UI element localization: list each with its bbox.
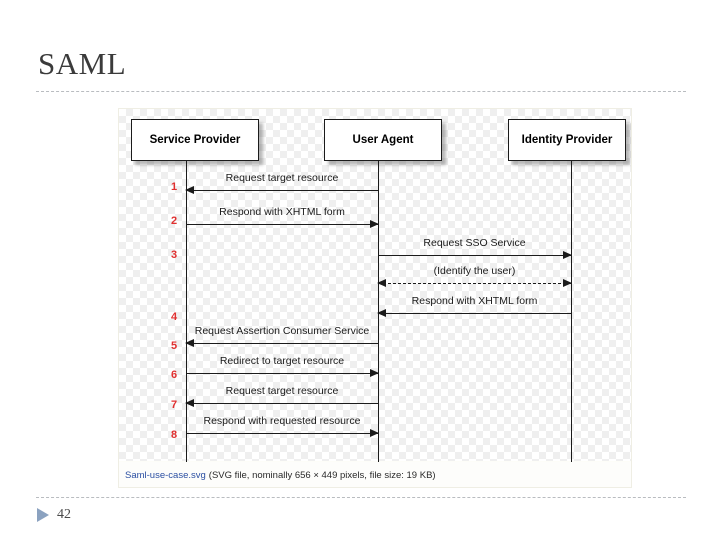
step-number-2: 2 <box>170 215 178 227</box>
message-2-line <box>186 224 378 225</box>
arrow-right-icon <box>370 428 379 437</box>
arrow-left-icon <box>185 338 194 347</box>
arrow-left-icon <box>185 185 194 194</box>
message-8-line <box>186 433 378 434</box>
message-6-redirect-to-target-resource: Redirect to target resource <box>186 354 379 380</box>
message-4-label: Respond with XHTML form <box>411 295 538 307</box>
message-identify-label: (Identify the user) <box>433 265 516 277</box>
message-8-label: Respond with requested resource <box>203 415 361 427</box>
step-number-7: 7 <box>170 399 178 411</box>
page-title: SAML <box>38 46 127 81</box>
arrow-left-icon <box>185 398 194 407</box>
message-5-label: Request Assertion Consumer Service <box>194 325 370 337</box>
message-6-line <box>186 373 378 374</box>
step-number-3: 3 <box>170 249 178 261</box>
message-identify-dashed-line <box>378 283 571 284</box>
title-divider <box>36 91 686 92</box>
step-number-4: 4 <box>170 311 178 323</box>
actor-identity-provider: Identity Provider <box>508 119 626 161</box>
message-4-line <box>378 313 571 314</box>
arrow-right-icon <box>370 368 379 377</box>
triangle-bullet-icon <box>37 508 49 522</box>
saml-sequence-diagram: Service Provider User Agent Identity Pro… <box>119 109 631 487</box>
message-8-respond-with-requested-resource: Respond with requested resource <box>186 414 379 440</box>
message-7-line <box>186 403 378 404</box>
lifeline-service-provider <box>186 161 187 473</box>
caption-details: (SVG file, nominally 656 × 449 pixels, f… <box>208 469 436 481</box>
message-5-line <box>186 343 378 344</box>
embedded-image-frame: Service Provider User Agent Identity Pro… <box>118 108 632 488</box>
message-7-request-target-resource: Request target resource <box>185 384 378 410</box>
actor-service-provider: Service Provider <box>131 119 259 161</box>
message-3-request-sso-service: Request SSO Service <box>378 236 572 262</box>
lifeline-identity-provider <box>571 161 572 473</box>
transparency-checkerboard <box>119 109 631 461</box>
step-number-8: 8 <box>170 429 178 441</box>
step-number-5: 5 <box>170 340 178 352</box>
message-2-respond-with-xhtml-form: Respond with XHTML form <box>186 205 379 231</box>
lifeline-user-agent <box>378 161 379 473</box>
page-number: 42 <box>57 507 71 522</box>
step-number-6: 6 <box>170 369 178 381</box>
arrow-right-icon <box>563 278 572 287</box>
message-3-line <box>378 255 571 256</box>
message-4-respond-with-xhtml-form: Respond with XHTML form <box>377 294 571 320</box>
message-1-line <box>186 190 378 191</box>
arrow-right-icon <box>563 250 572 259</box>
caption-file-link[interactable]: Saml-use-case.svg <box>125 469 206 481</box>
footer-divider <box>36 497 686 498</box>
arrow-right-icon <box>370 219 379 228</box>
arrow-left-icon <box>377 308 386 317</box>
message-5-request-assertion-consumer-service: Request Assertion Consumer Service <box>185 324 378 350</box>
message-1-request-target-resource: Request target resource <box>185 171 378 197</box>
step-number-1: 1 <box>170 181 178 193</box>
message-1-label: Request target resource <box>225 172 339 184</box>
message-identify-the-user: (Identify the user) <box>377 264 572 290</box>
arrow-left-icon <box>377 278 386 287</box>
actor-user-agent: User Agent <box>324 119 442 161</box>
image-caption: Saml-use-case.svg (SVG file, nominally 6… <box>119 462 631 487</box>
message-3-label: Request SSO Service <box>423 237 526 249</box>
message-2-label: Respond with XHTML form <box>219 206 345 218</box>
message-6-label: Redirect to target resource <box>219 355 345 367</box>
message-7-label: Request target resource <box>225 385 339 397</box>
